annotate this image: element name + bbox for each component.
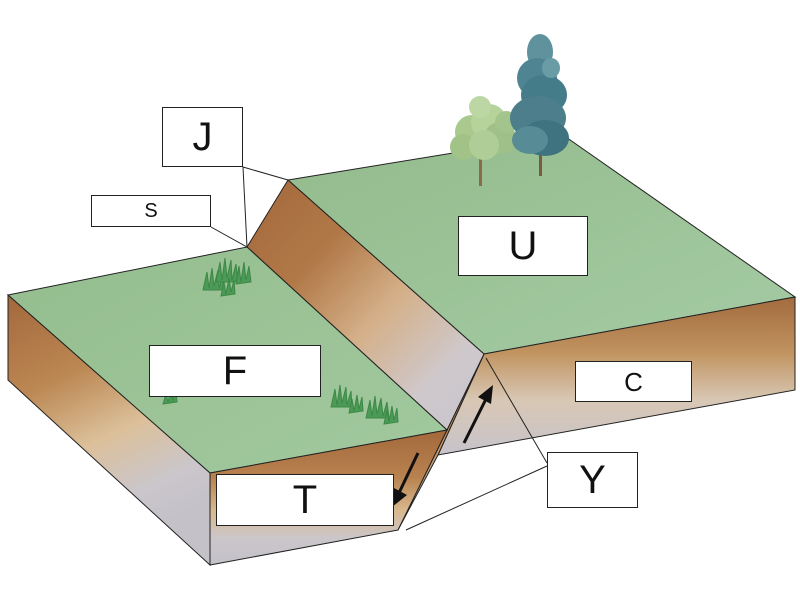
leader-line-y2 xyxy=(405,465,548,531)
leader-line-s xyxy=(210,166,248,248)
deciduous-tree-icon xyxy=(450,96,517,186)
label-s: S xyxy=(91,195,211,227)
leader-line-j xyxy=(242,166,289,181)
label-t: T xyxy=(216,474,394,526)
conifer-tree-icon xyxy=(510,34,569,176)
grass-tuft-icon xyxy=(202,257,252,297)
arrow-down-icon xyxy=(392,452,420,507)
label-leader-lines xyxy=(210,166,548,531)
leader-line-y xyxy=(485,357,548,464)
label-u: U xyxy=(458,216,588,276)
label-c: C xyxy=(575,361,692,402)
arrow-up-icon xyxy=(462,385,493,444)
label-y: Y xyxy=(547,452,638,508)
label-j: J xyxy=(162,107,243,167)
grass-tuft-icon xyxy=(330,384,399,425)
label-f: F xyxy=(149,345,321,397)
